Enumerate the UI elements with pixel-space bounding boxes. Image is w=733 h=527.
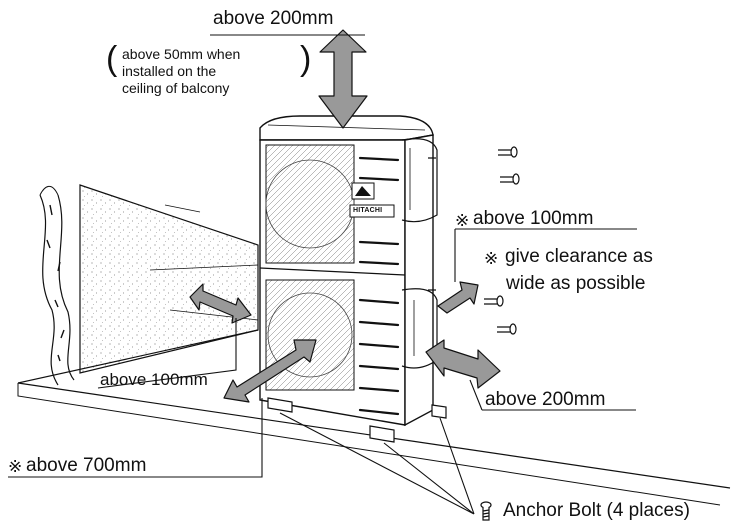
balcony-note-line-3: ceiling of balcony	[122, 80, 230, 96]
front-clearance-mark: ※	[8, 457, 23, 476]
outdoor-unit	[259, 115, 447, 443]
front-clearance-arrow	[223, 339, 317, 403]
balcony-note-line-2: installed on the	[122, 63, 217, 79]
left-clearance-arrow	[189, 283, 252, 324]
right-clearance-label: above 100mm	[473, 208, 594, 229]
top-clearance-arrow	[318, 29, 368, 129]
right-note-line-1: give clearance as	[505, 246, 653, 267]
brand-label: HITACHI	[353, 207, 383, 214]
balcony-note-open-paren: (	[106, 40, 118, 78]
anchor-bolt-label: Anchor Bolt (4 places)	[503, 500, 690, 521]
top-clearance-label: above 200mm	[213, 8, 334, 29]
anchor-bolt-icon	[480, 501, 492, 521]
balcony-note-close-paren: )	[300, 40, 312, 78]
leader-lines	[8, 34, 637, 515]
front-right-clearance-arrow	[425, 339, 501, 389]
left-clearance-label: above 100mm	[100, 370, 208, 389]
clearance-arrows	[189, 29, 501, 403]
balcony-note-line-1: above 50mm when	[122, 46, 241, 62]
right-clearance-mark: ※	[455, 211, 470, 230]
front-clearance-label: above 700mm	[26, 455, 147, 476]
right-clearance-arrow	[437, 281, 479, 314]
front-right-clearance-label: above 200mm	[485, 389, 606, 410]
right-note-mark: ※	[484, 249, 499, 268]
screw-icon	[428, 146, 520, 335]
right-note-line-2: wide as possible	[506, 273, 646, 294]
wall	[39, 184, 259, 386]
